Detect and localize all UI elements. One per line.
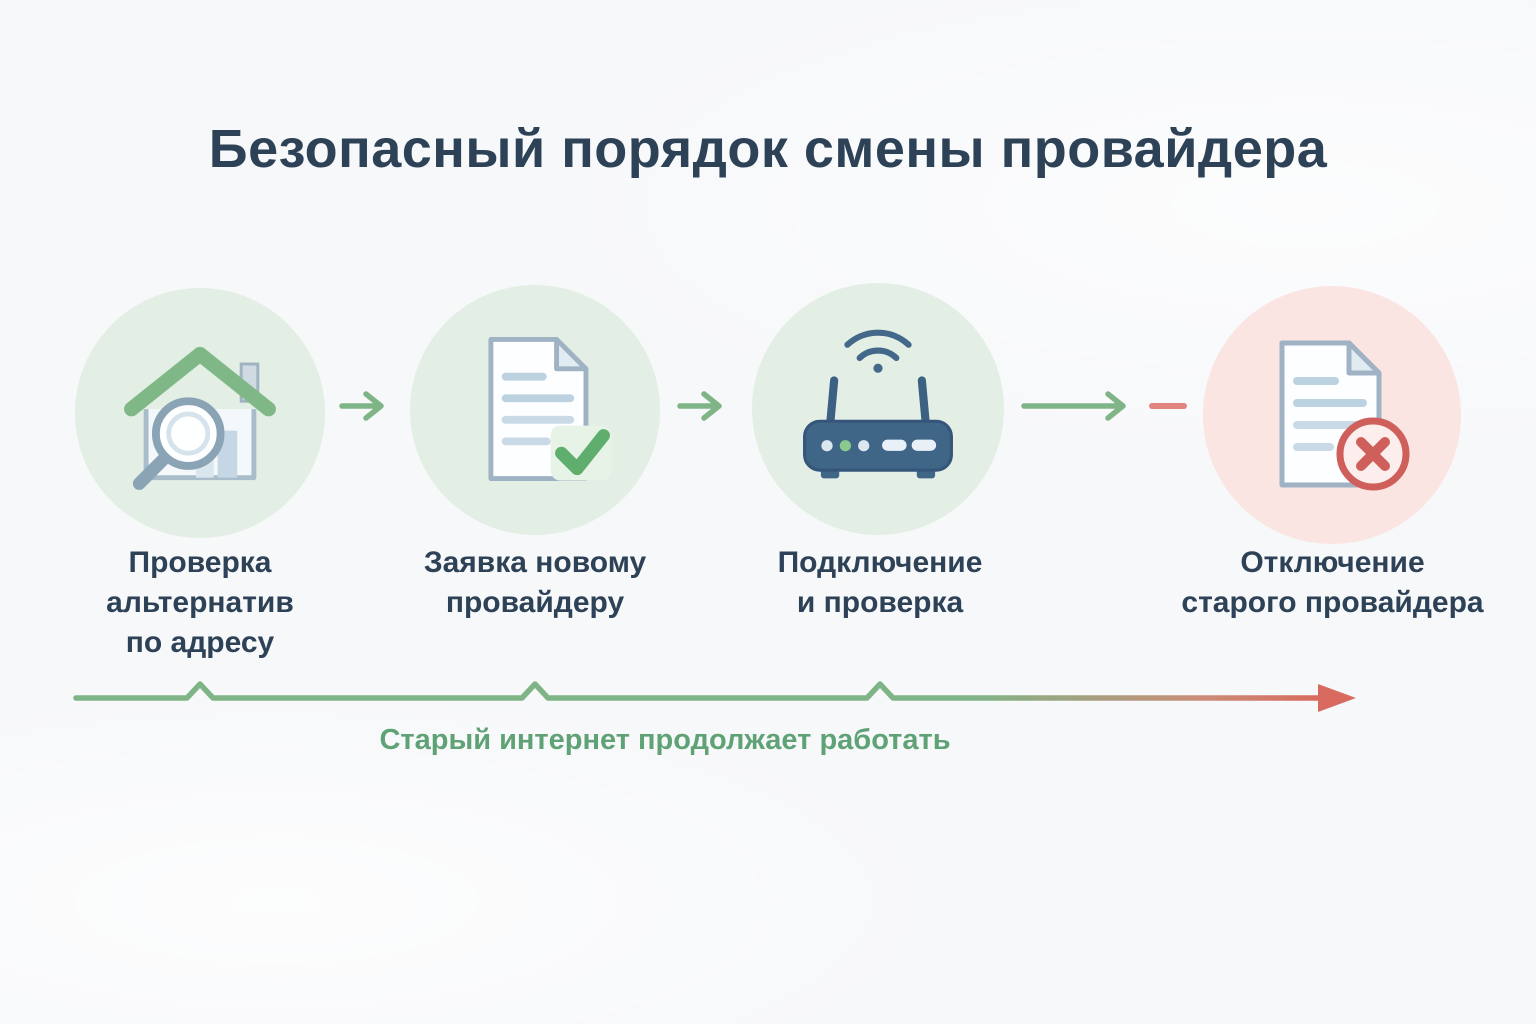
house-search-icon: [102, 315, 298, 511]
page-title: Безопасный порядок смены провайдера: [208, 119, 1328, 180]
router-wifi-icon: [776, 307, 980, 511]
arrow-right-with-red-dash-icon: [1020, 386, 1190, 431]
step-2-circle: [410, 285, 660, 535]
step-1-circle: [75, 288, 325, 538]
timeline-caption: Старый интернет продолжает работать: [379, 724, 951, 756]
arrow-right-icon: [338, 386, 390, 431]
arrow-right-icon: [676, 386, 728, 431]
step-4-circle: [1203, 286, 1461, 544]
step-4-label: Отключение старого провайдера: [1181, 546, 1484, 619]
timeline-arrow: [70, 674, 1360, 719]
document-check-icon: [437, 312, 633, 508]
document-cancel-icon: [1232, 315, 1432, 515]
step-2-label: Заявка новому провайдеру: [423, 546, 647, 619]
step-3-circle: [752, 283, 1004, 535]
step-3-label: Подключение и проверка: [777, 546, 983, 619]
step-1-label: Проверка альтернатив по адресу: [106, 546, 294, 659]
